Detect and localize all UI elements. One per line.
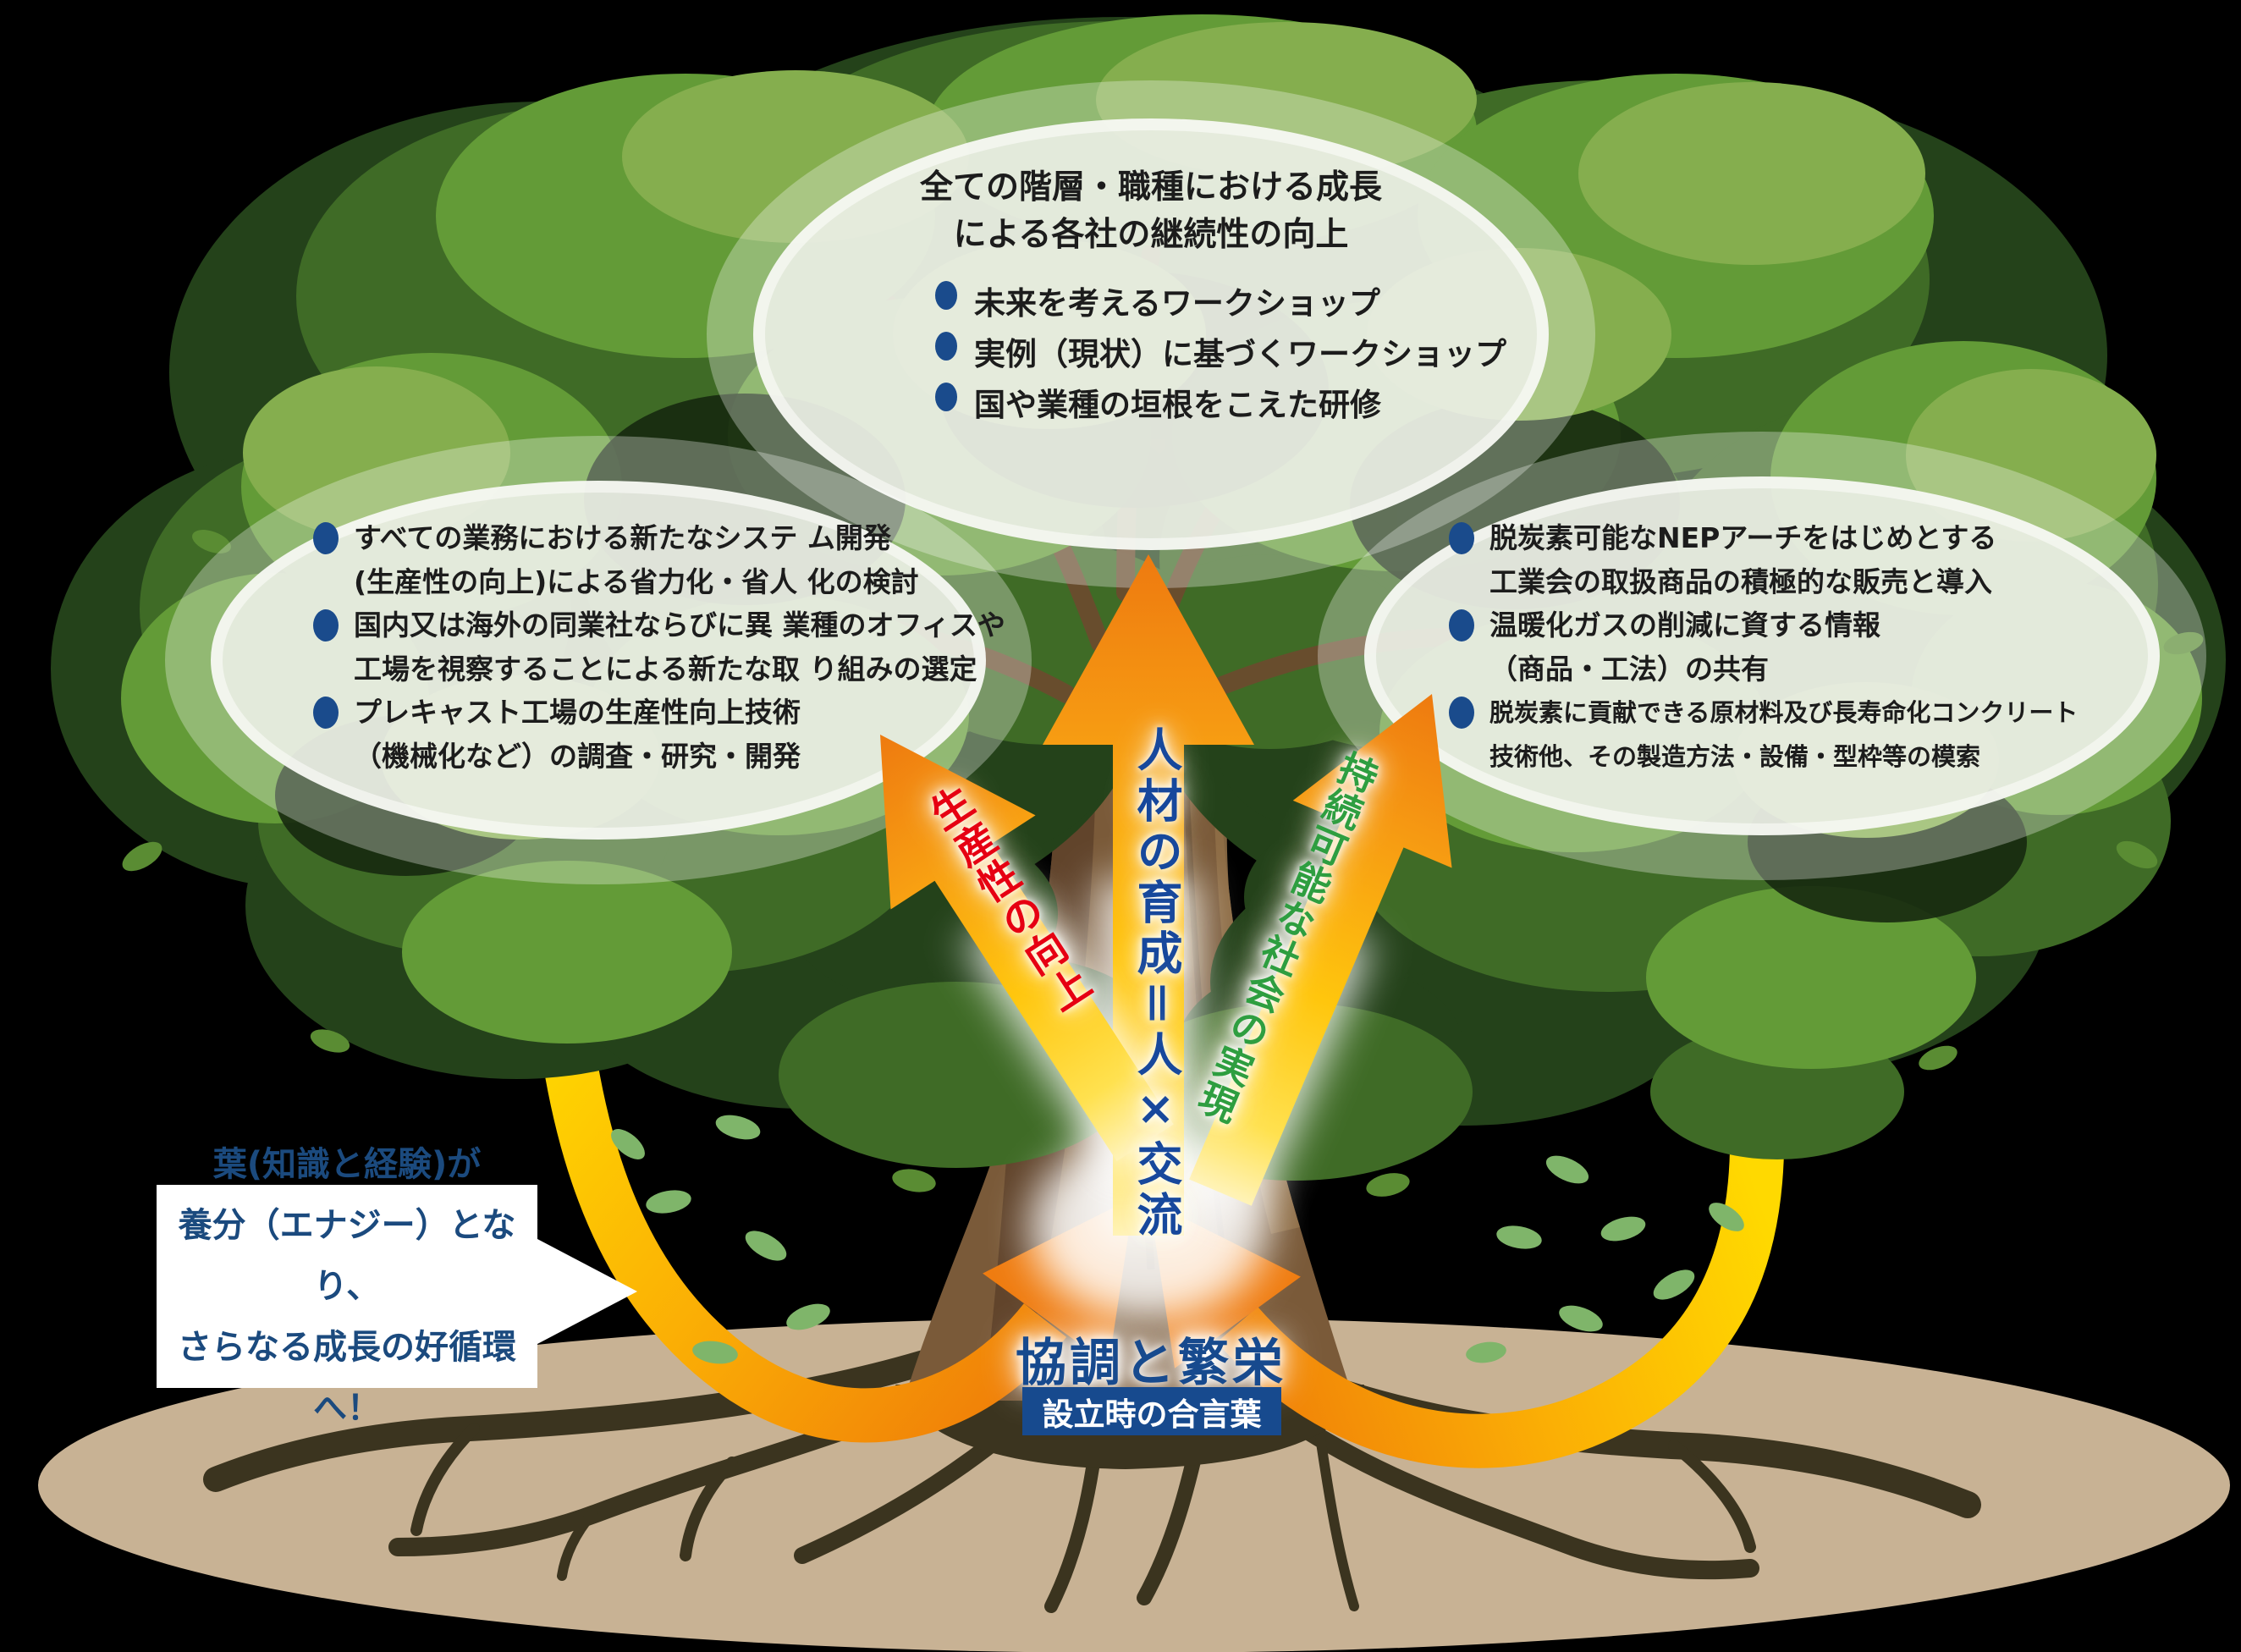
bullet-dot-icon xyxy=(1449,697,1474,729)
speech-bubble: 葉(知識と経験)が 養分（エナジー）となり、 さらなる成長の好循環へ！ xyxy=(157,1145,537,1428)
list-item: すべての業務における新たなシステ ム開発 (生産性の向上)による省力化・省人 化… xyxy=(313,516,919,604)
right-arrow xyxy=(1173,694,1452,1225)
bullet-dot-icon xyxy=(1449,609,1474,642)
list-item: 温暖化ガスの削減に資する情報 （商品・工法）の共有 xyxy=(1449,603,1880,691)
top-bubble-heading: 全ての階層・職種における成長 による各社の継続性の向上 xyxy=(812,164,1489,259)
heading-line: 全ての階層・職種における成長 xyxy=(919,168,1382,206)
list-item: 脱炭素可能なNEPアーチをはじめとする 工業会の取扱商品の積極的な販売と導入 xyxy=(1449,516,1996,604)
list-item: 未来を考えるワークショップ xyxy=(935,278,1380,323)
bullet-dot-icon xyxy=(1449,522,1474,554)
center-arrow-label: 人材の育成＝人×交流 xyxy=(1129,726,1182,1242)
slogan-caption: 設立時の合言葉 xyxy=(1022,1387,1281,1435)
bullet-dot-icon xyxy=(935,383,957,411)
speech-bubble-tail-icon xyxy=(537,1239,637,1344)
bullet-dot-icon xyxy=(313,522,339,554)
heading-line: による各社の継続性の向上 xyxy=(953,216,1349,254)
left-arrow xyxy=(880,735,1189,1178)
list-item: 実例（現状）に基づくワークショップ xyxy=(935,328,1506,374)
list-item-label: 未来を考えるワークショップ xyxy=(974,285,1380,322)
bullet-dot-icon xyxy=(313,609,339,642)
list-item: 脱炭素に貢献できる原材料及び長寿命化コンクリート 技術他、その製造方法・設備・型… xyxy=(1449,691,2078,779)
list-item: 国や業種の垣根をこえた研修 xyxy=(935,379,1381,425)
bullet-dot-icon xyxy=(935,281,957,310)
bullet-dot-icon xyxy=(313,697,339,729)
edge-leaves xyxy=(122,530,2204,1197)
bullet-dot-icon xyxy=(935,332,957,361)
list-item: プレキャスト工場の生産性向上技術 （機械化など）の調査・研究・開発 xyxy=(313,691,801,779)
list-item: 国内又は海外の同業社ならびに異 業種のオフィスや 工場を視察することによる新たな… xyxy=(313,603,1005,691)
list-item-label: 実例（現状）に基づくワークショップ xyxy=(974,336,1506,372)
list-item-label: 国や業種の垣根をこえた研修 xyxy=(974,387,1381,423)
slogan: 協調と繁栄 xyxy=(1016,1334,1286,1393)
